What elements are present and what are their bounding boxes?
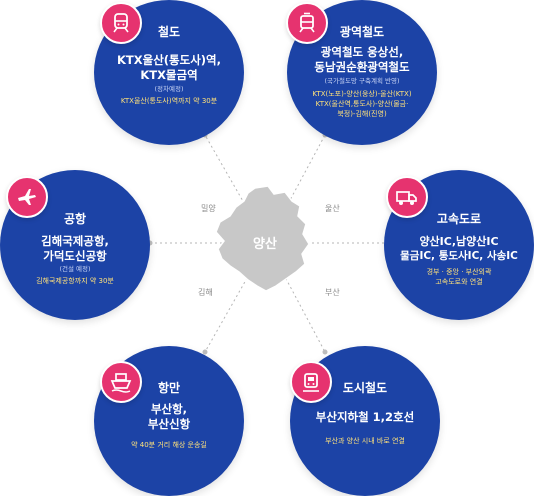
metro-rail-title: 광역철도	[339, 25, 385, 39]
train-icon	[100, 2, 142, 44]
rail-note: (정차예정)	[154, 85, 184, 93]
port-main-1: 부산항,	[150, 402, 188, 416]
region-label-gimhae: 김해	[198, 288, 213, 297]
airplane-icon	[6, 176, 48, 218]
expressway-title: 고속도로	[436, 212, 482, 226]
region-label-busan: 부산	[325, 288, 340, 297]
region-label-milyang: 밀양	[201, 204, 216, 213]
port-title: 항만	[157, 381, 181, 395]
expressway-desc-1: 경부 · 중앙 · 부산외곽	[426, 268, 492, 276]
metro-rail-note: (국가철도망 구축계획 반영)	[324, 77, 400, 85]
subway-desc: 부산과 양산 시내 바로 연결	[325, 437, 405, 445]
truck-icon	[386, 176, 428, 218]
metro-rail-desc-2: KTX(울산역,통도사)-양산(물금·	[315, 100, 409, 108]
subway-main-1: 부산지하철 1,2호선	[315, 410, 415, 424]
metro-rail-main-2: 동남권순환광역철도	[314, 60, 410, 74]
rail-main-2: KTX물금역	[140, 68, 198, 82]
center-city-label: 양산	[253, 237, 277, 252]
expressway-node: 고속도로 양산IC,남양산IC 물금IC, 통도사IC, 사송IC 경부 · 중…	[384, 170, 534, 320]
airport-main-2: 가덕도신공항	[43, 249, 107, 263]
ship-icon	[100, 361, 142, 403]
expressway-main-2: 물금IC, 통도사IC, 사송IC	[400, 250, 518, 262]
expressway-desc-2: 고속도로와 연결	[435, 278, 483, 286]
metro-rail-main-1: 광역철도 웅상선,	[320, 45, 404, 59]
port-desc: 약 40분 거리 해상 운송길	[131, 441, 207, 449]
yangsan-map-shape	[215, 185, 310, 292]
region-label-ulsan: 울산	[325, 204, 340, 213]
subway-icon	[290, 361, 332, 403]
metro-rail-desc-3: 북정)-김해(진영)	[337, 110, 387, 118]
airport-main-1: 김해국제공항,	[41, 234, 109, 248]
airport-note: (건설 예정)	[59, 265, 91, 273]
expressway-main-1: 양산IC,남양산IC	[419, 235, 499, 248]
airport-desc: 김해국제공항까지 약 30분	[36, 277, 114, 285]
subway-node: 도시철도 부산지하철 1,2호선 부산과 양산 시내 바로 연결	[290, 346, 440, 496]
metro-rail-desc-1: KTX(노포)-양산(웅상)-울산(KTX)	[312, 90, 412, 98]
rail-title: 철도	[157, 25, 181, 39]
airport-title: 공항	[63, 212, 87, 226]
tram-icon	[286, 2, 328, 44]
rail-desc: KTX울산(통도사)역까지 약 30분	[120, 97, 218, 105]
rail-main-1: KTX울산(통도사)역,	[117, 53, 221, 67]
port-main-2: 부산신항	[147, 417, 191, 431]
subway-title: 도시철도	[342, 381, 388, 395]
